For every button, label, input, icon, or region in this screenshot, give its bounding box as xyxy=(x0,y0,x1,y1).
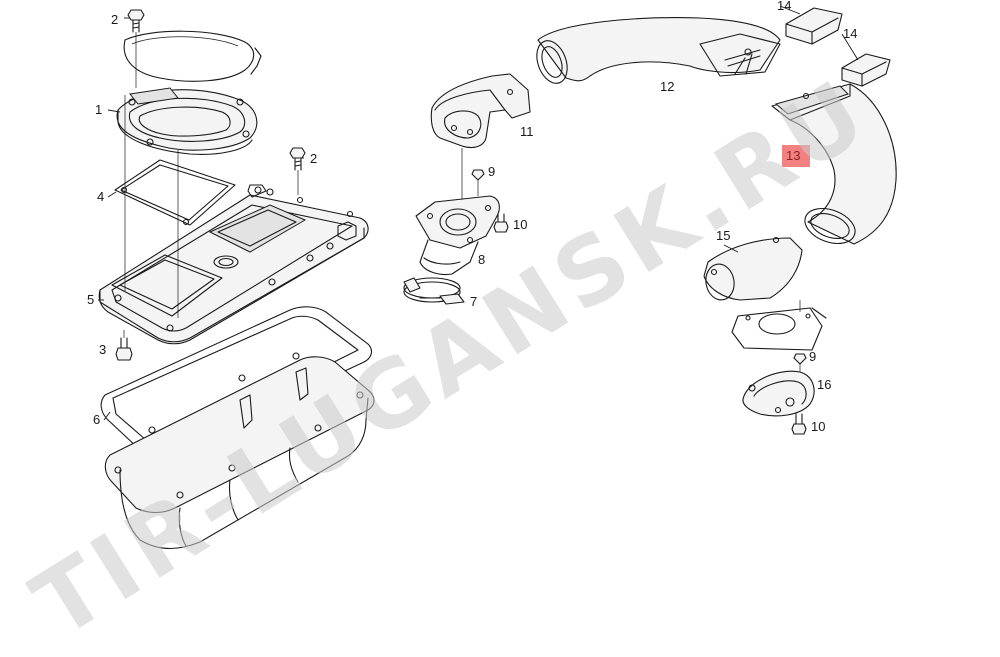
leader-lines xyxy=(98,5,859,421)
callout-15: 15 xyxy=(716,228,730,243)
callout-10-right: 10 xyxy=(811,419,825,434)
callout-9-right: 9 xyxy=(809,349,816,364)
callout-1: 1 xyxy=(95,102,102,117)
part-12-duct xyxy=(536,17,781,84)
callout-11: 11 xyxy=(520,124,534,139)
watermark-text: TIR-LUGANSK.RU xyxy=(15,58,887,657)
part-1-upper-plate xyxy=(116,58,258,155)
screw-3 xyxy=(115,330,133,361)
part-4-square-gasket xyxy=(114,159,236,226)
callout-3: 3 xyxy=(99,342,106,357)
part-5-housing xyxy=(98,95,369,345)
part-14-filter-a xyxy=(785,7,843,45)
callout-4: 4 xyxy=(97,189,104,204)
callout-labels: 2 1 2 4 5 3 6 11 9 10 8 7 12 14 14 13 15… xyxy=(87,0,857,434)
part-6-lower-case xyxy=(100,306,375,549)
callout-14-b: 14 xyxy=(843,26,857,41)
part-11-elbow xyxy=(430,73,531,205)
callout-14-a: 14 xyxy=(777,0,791,13)
callout-13: 13 xyxy=(786,148,800,163)
part-14-filter-b xyxy=(841,53,891,87)
callout-9-middle: 9 xyxy=(488,164,495,179)
callout-6: 6 xyxy=(93,412,100,427)
part-7-clamp xyxy=(403,277,465,305)
callout-8: 8 xyxy=(478,252,485,267)
screw-2-middle xyxy=(289,147,306,195)
screw-10-right xyxy=(791,413,807,435)
callout-2-top: 2 xyxy=(111,12,118,27)
callout-10-middle: 10 xyxy=(513,217,527,232)
screw-10-middle xyxy=(493,213,509,233)
adapter-gasket-plate xyxy=(731,307,827,351)
callout-13-highlight xyxy=(782,145,810,167)
callout-2-middle: 2 xyxy=(310,151,317,166)
part-15-collar xyxy=(703,236,803,312)
cover-gasket-top xyxy=(123,30,262,82)
callout-12: 12 xyxy=(660,79,674,94)
callout-5: 5 xyxy=(87,292,94,307)
part-16-cover xyxy=(742,370,815,417)
part-13-boot xyxy=(771,83,897,245)
callout-7: 7 xyxy=(470,294,477,309)
screw-2-top xyxy=(127,9,145,58)
part-8-flange xyxy=(415,195,500,276)
screw-9-middle xyxy=(471,169,485,196)
callout-16: 16 xyxy=(817,377,831,392)
